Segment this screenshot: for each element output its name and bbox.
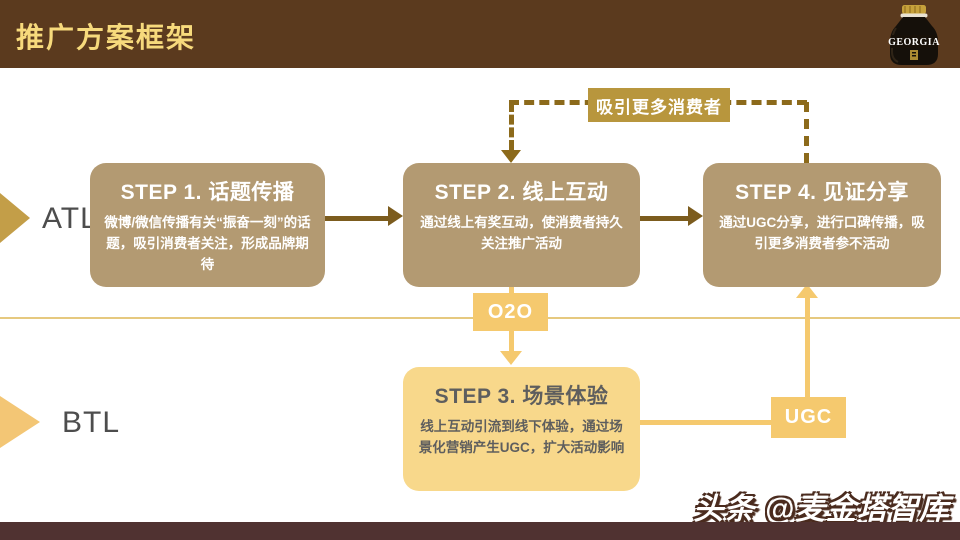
btl-lane-label: BTL xyxy=(62,406,121,439)
product-bottle-image: GEORGIA xyxy=(874,2,954,66)
step3-title: STEP 3. 场景体验 xyxy=(434,385,609,408)
feedback-arrowhead-down-icon xyxy=(501,150,521,163)
step1-title: STEP 1. 话题传播 xyxy=(120,181,295,204)
ugc-connector-line-vertical xyxy=(805,296,810,397)
step1-box: STEP 1. 话题传播 微博/微信传播有关“振奋一刻”的话题，吸引消费者关注，… xyxy=(90,163,325,287)
arrow-step1-step2-line xyxy=(325,216,389,221)
watermark-text: 头条 @麦金塔智库 xyxy=(693,493,950,526)
ugc-connector-line-horizontal xyxy=(640,420,771,425)
coffee-bottle-icon: GEORGIA xyxy=(874,2,954,66)
step4-body: 通过UGC分享，进行口碑传播，吸引更多消费者参不活动 xyxy=(719,215,925,251)
arrow-step1-step2-head-icon xyxy=(388,206,403,226)
arrow-step2-step4-head-icon xyxy=(688,206,703,226)
step2-box: STEP 2. 线上互动 通过线上有奖互动，使消费者持久关注推广活动 xyxy=(403,163,640,287)
atl-lane-label: ATL xyxy=(42,202,98,235)
btl-lane-triangle-icon xyxy=(0,396,40,448)
step2-title: STEP 2. 线上互动 xyxy=(434,181,609,204)
bottle-brand-label: GEORGIA xyxy=(888,37,940,48)
feedback-loop-badge: 吸引更多消费者 xyxy=(588,88,730,122)
header-bar: 推广方案框架 GEORGIA xyxy=(0,0,960,68)
arrow-step2-step4-line xyxy=(640,216,689,221)
atl-lane-triangle-icon xyxy=(0,193,30,243)
step3-body: 线上互动引流到线下体验，通过场景化营销产生UGC，扩大活动影响 xyxy=(418,419,625,455)
o2o-badge: O2O xyxy=(473,293,548,331)
o2o-arrowhead-down-icon xyxy=(500,351,522,365)
feedback-dashed-line-left xyxy=(509,102,514,150)
feedback-dashed-line-right xyxy=(804,102,809,163)
bottom-bar xyxy=(0,522,960,540)
step4-title: STEP 4. 见证分享 xyxy=(735,181,909,204)
step4-box: STEP 4. 见证分享 通过UGC分享，进行口碑传播，吸引更多消费者参不活动 xyxy=(703,163,941,287)
ugc-arrowhead-up-icon xyxy=(796,284,818,298)
step2-body: 通过线上有奖互动，使消费者持久关注推广活动 xyxy=(420,215,623,251)
ugc-badge: UGC xyxy=(771,397,846,438)
page-title: 推广方案框架 xyxy=(16,22,197,53)
step3-box: STEP 3. 场景体验 线上互动引流到线下体验，通过场景化营销产生UGC，扩大… xyxy=(403,367,640,491)
step1-body: 微博/微信传播有关“振奋一刻”的话题，吸引消费者关注，形成品牌期待 xyxy=(104,215,311,272)
